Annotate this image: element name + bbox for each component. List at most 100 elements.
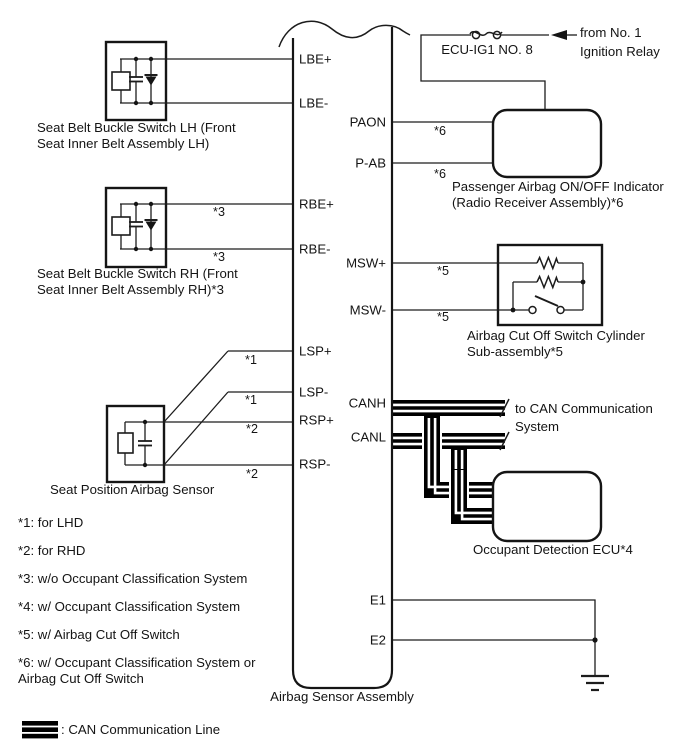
can-ribbon-stripe — [427, 418, 497, 489]
can-ribbon-stripe — [460, 470, 497, 521]
indicator-box — [491, 108, 603, 179]
wire-tag: *2 — [246, 467, 258, 481]
ignition-relay-label: from No. 1 — [580, 25, 642, 40]
can-system-label: to CAN Communication — [515, 401, 653, 416]
port-label-rsp-plus: RSP+ — [299, 413, 334, 428]
junction-dot — [148, 201, 154, 207]
ground-circuit — [392, 599, 609, 692]
port-label-p-ab: P-AB — [355, 156, 386, 171]
port-label-rbe-plus: RBE+ — [299, 197, 334, 212]
note-1: *1: for LHD — [18, 515, 83, 530]
fuse-circuit: ECU-IG1 NO. 8 from No. 1 Ignition Relay — [420, 25, 660, 114]
port-label-lsp-minus: LSP- — [299, 385, 328, 400]
component-box — [496, 243, 604, 327]
port-label-lsp-plus: LSP+ — [299, 344, 332, 359]
ignition-relay-label: Ignition Relay — [580, 44, 660, 59]
junction-dot — [142, 462, 148, 468]
continuation-slash-icon — [499, 398, 510, 418]
wire-ignition-feed — [420, 34, 546, 114]
seat-belt-buckle-switch-lh: Seat Belt Buckle Switch LH (Front Seat I… — [37, 40, 293, 151]
arrow-left-icon — [551, 30, 567, 40]
passenger-airbag-indicator: *6 *6 Passenger Airbag ON/OFF Indicator … — [392, 108, 664, 210]
ecu-caption: Occupant Detection ECU*4 — [473, 542, 633, 557]
assembly-outline — [291, 27, 394, 690]
junction-dot — [510, 307, 516, 313]
cutoff-caption: Sub-assembly*5 — [467, 344, 563, 359]
junction-dot — [148, 246, 154, 252]
airbag-sensor-assembly: LBE+ LBE- RBE+ RBE- LSP+ LSP- RSP+ RSP- … — [270, 20, 414, 704]
wire-tag: *5 — [437, 264, 449, 278]
can-bus: to CAN Communication System — [392, 398, 653, 526]
can-system-label: System — [515, 419, 559, 434]
indicator-caption: Passenger Airbag ON/OFF Indicator — [452, 179, 664, 194]
indicator-caption: (Radio Receiver Assembly)*6 — [452, 195, 624, 210]
wire-tag: *1 — [245, 393, 257, 407]
component-box — [105, 404, 166, 484]
diode-icon — [145, 76, 157, 86]
port-label-canh: CANH — [349, 396, 386, 411]
port-label-e1: E1 — [370, 593, 386, 608]
legend: : CAN Communication Line — [22, 721, 220, 739]
wire-tag: *1 — [245, 353, 257, 367]
seat-position-caption: Seat Position Airbag Sensor — [50, 482, 215, 497]
cutoff-caption: Airbag Cut Off Switch Cylinder — [467, 328, 645, 343]
junction-dot — [148, 100, 154, 106]
ecu-box — [491, 470, 603, 543]
wire-diagonal-lsp-minus — [163, 391, 229, 466]
note-6-line1: *6: w/ Occupant Classification System or — [18, 655, 256, 670]
assembly-caption: Airbag Sensor Assembly — [270, 689, 414, 704]
resistor-icon — [536, 255, 559, 271]
buckle-rh-caption: Seat Inner Belt Assembly RH)*3 — [37, 282, 224, 297]
diode-icon — [145, 221, 157, 231]
airbag-cutoff-switch: *5 *5 Airbag Cut Off Switch Cylinder Sub… — [392, 243, 645, 359]
occupant-detection-ecu: Occupant Detection ECU*4 — [473, 470, 633, 557]
junction-dot — [148, 56, 154, 62]
junction-dot — [592, 637, 598, 643]
port-label-lbe-minus: LBE- — [299, 96, 328, 111]
notes: *1: for LHD *2: for RHD *3: w/o Occupant… — [18, 515, 256, 686]
buckle-lh-caption: Seat Inner Belt Assembly LH) — [37, 136, 209, 151]
junction-dot — [142, 419, 148, 425]
port-label-lbe-plus: LBE+ — [299, 52, 332, 67]
note-4: *4: w/ Occupant Classification System — [18, 599, 240, 614]
junction-dot — [133, 100, 139, 106]
port-label-paon: PAON — [350, 115, 386, 130]
wire-tag: *2 — [246, 422, 258, 436]
port-label-msw-minus: MSW- — [350, 303, 386, 318]
switch-contact-icon — [528, 305, 537, 315]
assembly-break-wave — [278, 20, 411, 48]
switch-blade-icon — [534, 295, 559, 307]
port-label-rbe-minus: RBE- — [299, 242, 331, 257]
junction-dot — [580, 279, 586, 285]
fuse-icon — [469, 31, 503, 36]
wire-tag: *5 — [437, 310, 449, 324]
switch-element-icon — [111, 71, 131, 91]
junction-dot — [133, 201, 139, 207]
wire-diagonal-lsp-plus — [163, 350, 229, 423]
wire-tag: *6 — [434, 167, 446, 181]
can-ribbon-stripe — [433, 418, 497, 495]
junction-dot — [133, 56, 139, 62]
buckle-rh-caption: Seat Belt Buckle Switch RH (Front — [37, 266, 238, 281]
junction-dot — [133, 246, 139, 252]
switch-contact-icon — [556, 305, 565, 315]
fuse-label: ECU-IG1 NO. 8 — [441, 42, 533, 57]
wire-tag: *6 — [434, 124, 446, 138]
port-label-msw-plus: MSW+ — [346, 256, 386, 271]
resistor-icon — [117, 432, 134, 454]
note-5: *5: w/ Airbag Cut Off Switch — [18, 627, 180, 642]
can-line-icon — [22, 733, 58, 739]
note-3: *3: w/o Occupant Classification System — [18, 571, 247, 586]
port-label-rsp-minus: RSP- — [299, 457, 331, 472]
legend-label: : CAN Communication Line — [61, 722, 220, 737]
continuation-slash-icon — [499, 431, 510, 451]
seat-position-airbag-sensor: *1 *1 *2 *2 Seat Position Airbag Sensor — [50, 350, 293, 497]
note-6-line2: Airbag Cut Off Switch — [18, 671, 144, 686]
resistor-icon — [536, 274, 559, 290]
note-2: *2: for RHD — [18, 543, 85, 558]
can-ribbon-branch2 — [451, 469, 497, 524]
port-label-canl: CANL — [351, 430, 386, 445]
can-line-icon — [22, 721, 58, 726]
